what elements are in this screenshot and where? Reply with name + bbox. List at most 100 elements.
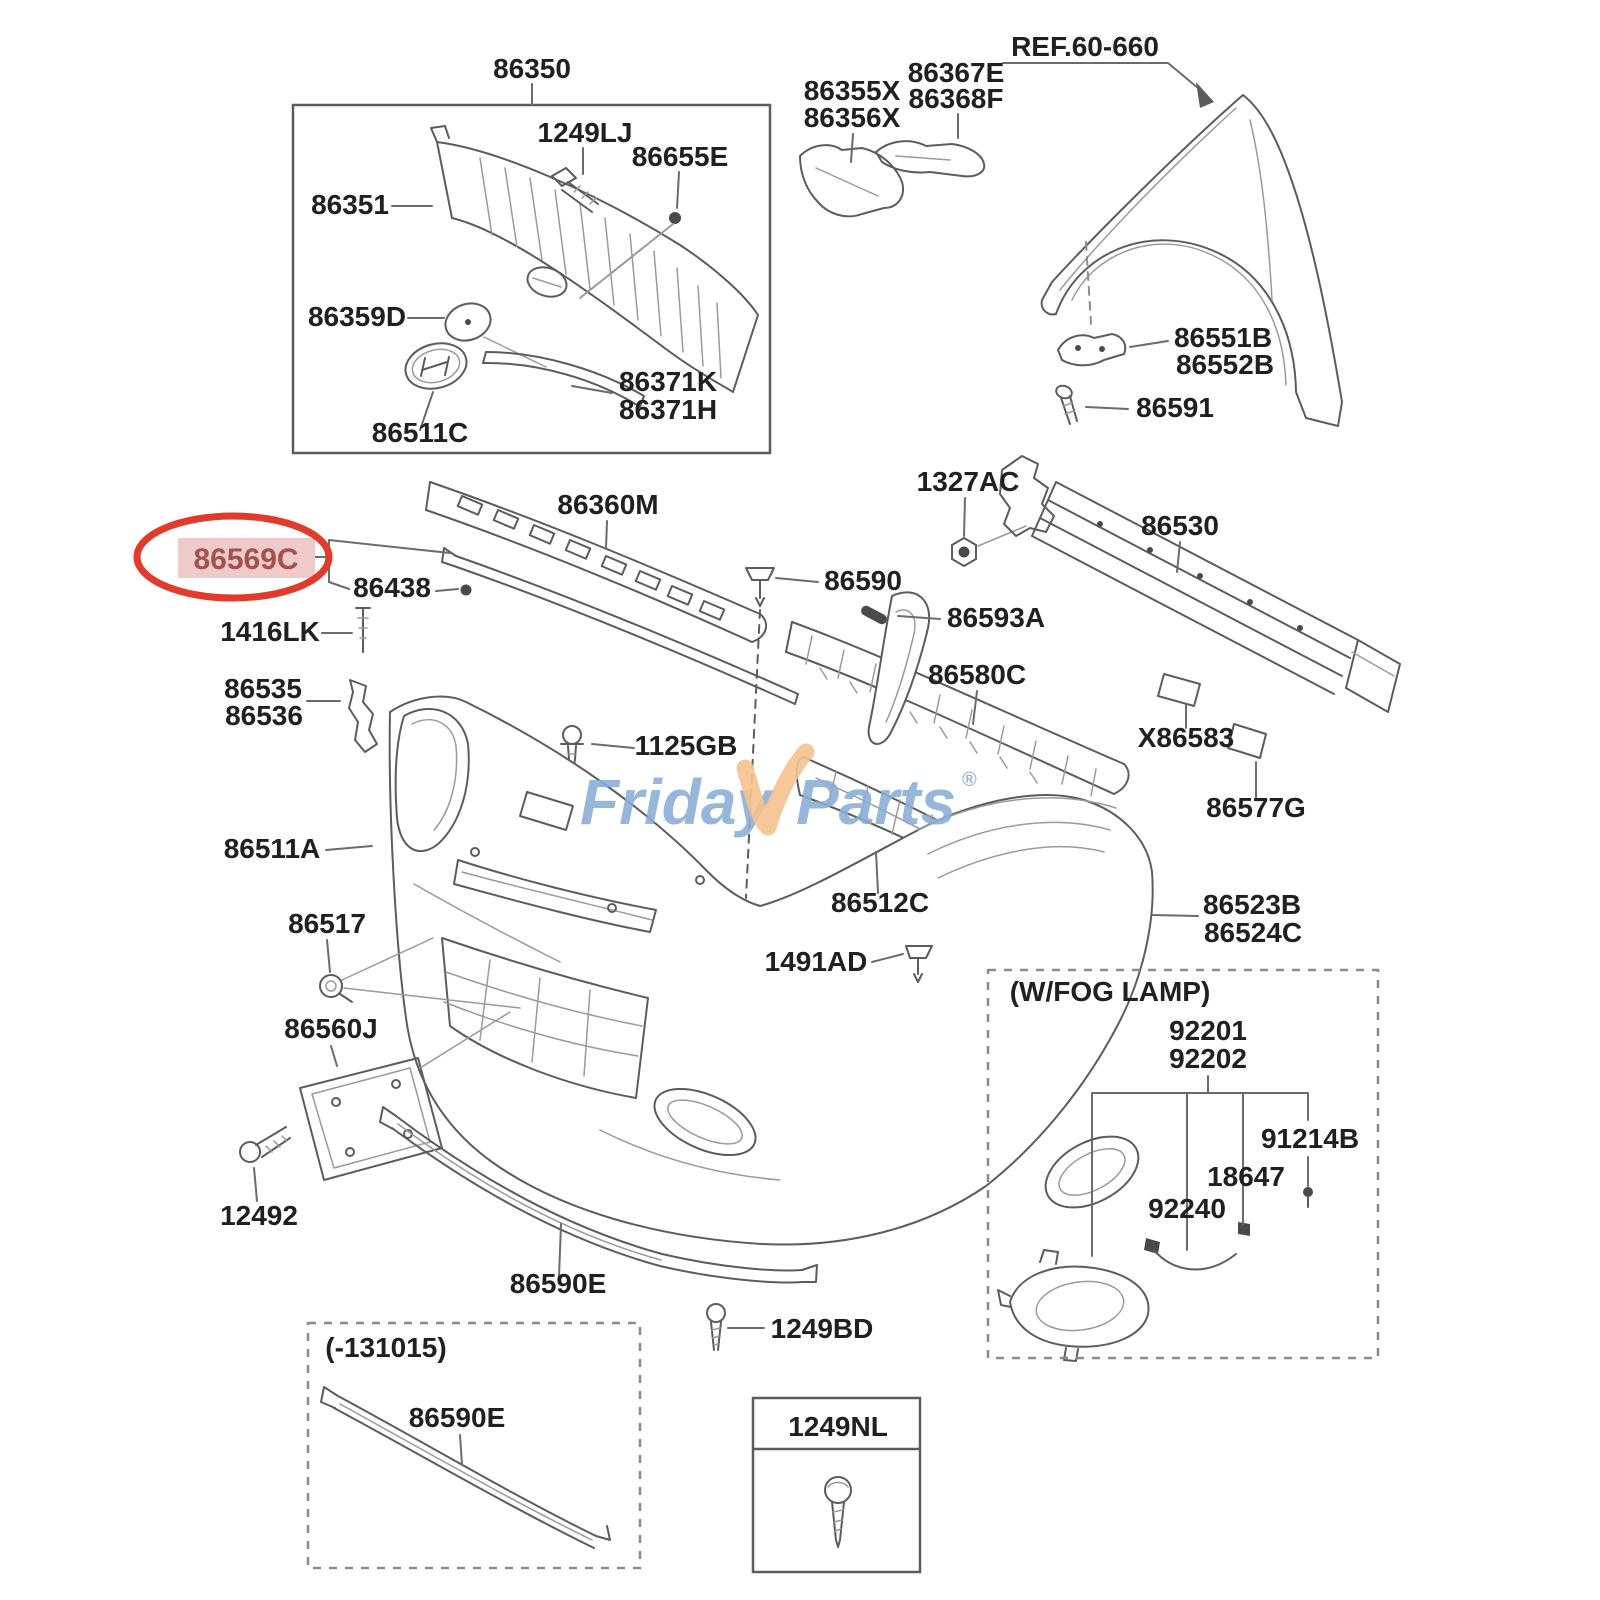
garnish-strip-86371-drawing xyxy=(482,351,645,408)
part-label-86569C: 86569C xyxy=(193,543,298,576)
molding-strip-86569C-drawing xyxy=(441,547,799,705)
part-label-86511A: 86511A xyxy=(224,833,321,864)
clip-86517-icon xyxy=(319,937,521,1009)
nut-1327AC-icon xyxy=(951,525,1027,567)
part-label-86591: 86591 xyxy=(1136,392,1214,423)
centerline-dashed xyxy=(745,609,761,899)
pad-86577G-icon xyxy=(1227,723,1267,759)
hardware-box-1249NL xyxy=(751,1396,922,1574)
part-label-1249NL: 1249NL xyxy=(788,1411,888,1442)
part-label-86512C: 86512C xyxy=(831,887,929,918)
screw-12492-icon xyxy=(239,1126,291,1163)
bracket-86367E-drawing xyxy=(875,140,986,178)
part-label-86590E: 86590E xyxy=(510,1268,607,1299)
front-lip-86590E-drawing xyxy=(379,1106,818,1284)
variant-box-label: (-131015) xyxy=(325,1332,446,1363)
part-label-86655E: 86655E xyxy=(632,141,729,172)
harness-clip-18647-icon xyxy=(1238,1222,1250,1236)
part-label-86524C: 86524C xyxy=(1204,917,1302,948)
highlight-oval xyxy=(133,512,333,602)
watermark-check-icon xyxy=(736,743,815,836)
leader-lines xyxy=(253,62,1309,1466)
part-label-86356X: 86356X xyxy=(804,102,901,133)
part-label-86580C: 86580C xyxy=(928,659,1026,690)
harness-wire-drawing xyxy=(1153,1249,1237,1271)
part-label-1491AD: 1491AD xyxy=(765,946,868,977)
part-label-86517: 86517 xyxy=(288,908,366,939)
fender-drawing xyxy=(1040,94,1343,427)
pad-86593A-icon xyxy=(861,605,887,625)
part-label-86367E: 86367E xyxy=(908,57,1005,88)
screw-1249BD-icon xyxy=(706,1303,726,1351)
part-label-86368F: 86368F xyxy=(909,83,1004,114)
pad-X86583-icon xyxy=(1157,673,1201,707)
watermark: Friday Parts ® xyxy=(580,743,977,838)
part-label-1249LJ: 1249LJ xyxy=(538,117,633,148)
part-label-86551B: 86551B xyxy=(1174,322,1272,353)
highlighted-part-callout: 86569C xyxy=(133,512,333,602)
bumper-cover-86511A-drawing xyxy=(388,695,1154,1246)
emblem-plate-86359D-drawing xyxy=(444,302,547,368)
part-label-86350: 86350 xyxy=(493,53,571,84)
bolt-86591-icon xyxy=(1055,384,1078,425)
part-label-86590: 86590 xyxy=(824,565,902,596)
part-label-86511C: 86511C xyxy=(372,417,469,448)
part-label-92201: 92201 xyxy=(1169,1015,1247,1046)
part-labels: 86350 1249LJ 86655E 86351 86359D 86371K … xyxy=(220,31,1359,1442)
part-label-86577G: 86577G xyxy=(1206,792,1306,823)
part-label-X86583: X86583 xyxy=(1138,722,1235,753)
part-label-86535: 86535 xyxy=(224,673,302,704)
part-label-86560J: 86560J xyxy=(284,1013,377,1044)
screw-91214B-icon xyxy=(1303,1187,1313,1208)
part-label-1327AC: 1327AC xyxy=(917,466,1020,497)
harness-clip-92240-icon xyxy=(1144,1238,1160,1254)
bracket-86355X-drawing xyxy=(799,144,904,218)
bracket-86551B-drawing xyxy=(1057,333,1127,367)
part-label-86355X: 86355X xyxy=(804,75,901,106)
part-label-18647: 18647 xyxy=(1207,1161,1285,1192)
clip-86438-icon xyxy=(460,584,472,596)
bracket-86535-drawing xyxy=(348,679,378,753)
bumper-beam-86530-drawing xyxy=(999,455,1401,713)
part-label-92240: 92240 xyxy=(1148,1193,1226,1224)
bumper-grille-upper-86580C-drawing xyxy=(785,621,1130,797)
part-label-86530: 86530 xyxy=(1141,510,1219,541)
part-label-86359D: 86359D xyxy=(308,301,406,332)
diagram-artwork xyxy=(239,94,1401,1549)
part-label-86593A: 86593A xyxy=(947,602,1045,633)
screw-1249NL-icon xyxy=(824,1476,852,1548)
part-label-86360M: 86360M xyxy=(557,489,658,520)
part-label-1125GB: 1125GB xyxy=(635,730,738,761)
part-label-86351: 86351 xyxy=(311,189,389,220)
part-label-86371H: 86371H xyxy=(619,394,717,425)
side-horn-piece-drawing xyxy=(867,591,931,745)
part-label-86590E-old: 86590E xyxy=(409,1402,506,1433)
part-label-12492: 12492 xyxy=(220,1200,298,1231)
variant-dashed-box xyxy=(306,1321,642,1570)
part-label-1416LK: 1416LK xyxy=(220,616,320,647)
old-lip-86590E-drawing xyxy=(320,1386,611,1549)
clip-86590-icon xyxy=(745,567,775,607)
bolt-1249LJ-icon xyxy=(551,167,599,213)
fog-box-label: (W/FOG LAMP) xyxy=(1010,976,1211,1007)
stud-1416LK-icon xyxy=(355,607,371,653)
part-label-86523B: 86523B xyxy=(1203,889,1301,920)
hyundai-emblem-86511C-drawing xyxy=(404,342,468,390)
fog-lamp-drawing xyxy=(997,1249,1150,1362)
grille-upper-reinforcement-86360M-drawing xyxy=(425,481,768,643)
watermark-word2: Parts xyxy=(796,766,956,838)
part-label-86438: 86438 xyxy=(353,572,431,603)
highlight-background xyxy=(178,538,315,578)
part-label-86371K: 86371K xyxy=(619,366,717,397)
ref-label-fender: REF.60-660 xyxy=(1011,31,1159,62)
part-label-92202: 92202 xyxy=(1169,1043,1247,1074)
watermark-registered-icon: ® xyxy=(962,769,977,791)
part-label-1249BD: 1249BD xyxy=(771,1313,874,1344)
part-label-91214B: 91214B xyxy=(1261,1123,1359,1154)
fog-lamp-dashed-box xyxy=(986,968,1380,1360)
clip-1491AD-icon xyxy=(905,945,933,983)
part-label-86536: 86536 xyxy=(225,700,303,731)
part-label-86552B: 86552B xyxy=(1176,349,1274,380)
